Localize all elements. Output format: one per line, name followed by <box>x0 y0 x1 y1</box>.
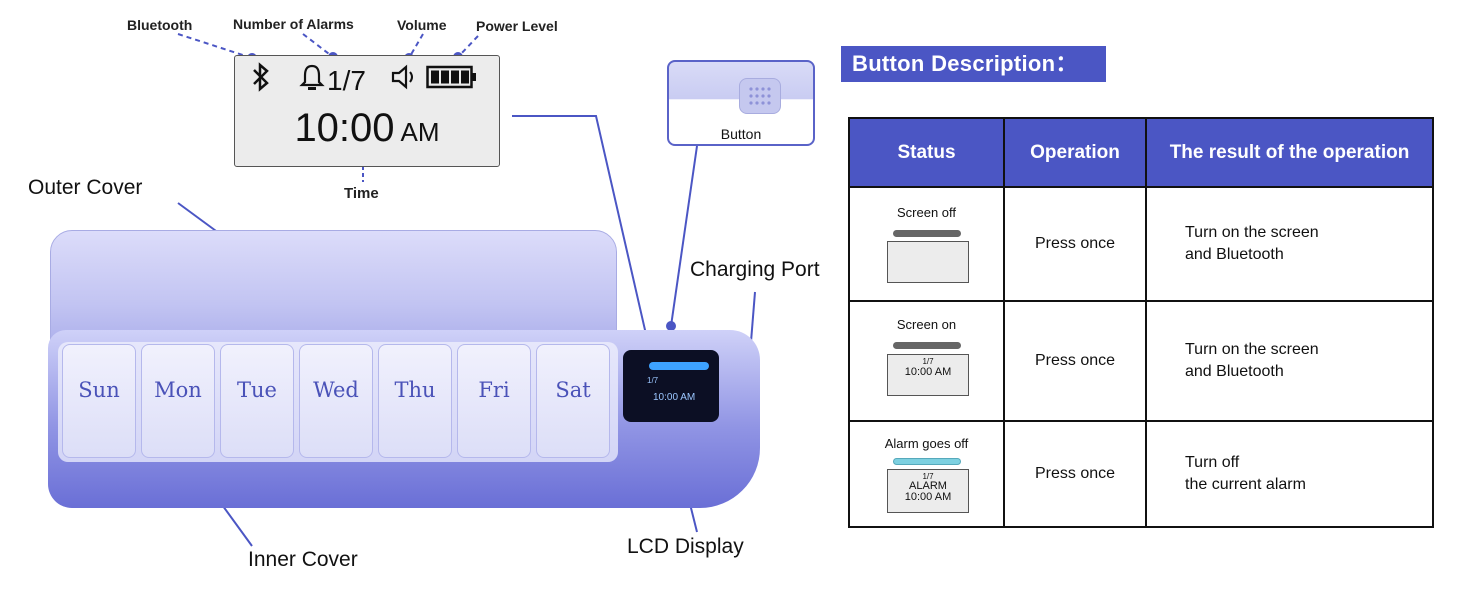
bell-icon <box>299 62 325 99</box>
mini-status-icons: 1/7 <box>922 357 934 366</box>
table-row: Screen on 1/7 10:00 AM Press once Turn o… <box>848 300 1434 422</box>
battery-icon <box>426 64 478 97</box>
alarm-count: 1/7 <box>327 64 366 96</box>
button-label: Button <box>720 126 762 142</box>
button-bar <box>893 230 961 237</box>
button-bar-alarm <box>893 458 961 465</box>
screen-bar <box>649 362 709 370</box>
button-operation-table: Status Operation The result of the opera… <box>848 117 1434 528</box>
button-description-title: Button Description： <box>841 46 1106 82</box>
header-result: The result of the operation <box>1145 117 1434 188</box>
status-cell: Screen off <box>848 186 1005 302</box>
operation-cell: Press once <box>1003 300 1147 422</box>
alarms-label: Number of Alarms <box>233 16 354 32</box>
time-label: Time <box>344 185 379 202</box>
compartment-fri: Fri <box>457 344 531 458</box>
outer-cover-label: Outer Cover <box>28 176 143 199</box>
operation-cell: Press once <box>1003 420 1147 528</box>
table-row: Alarm goes off 1/7 ALARM 10:00 AM Press … <box>848 420 1434 528</box>
compartment-sat: Sat <box>536 344 610 458</box>
compartment-mon: Mon <box>141 344 215 458</box>
bluetooth-icon <box>249 62 275 99</box>
table-row: Screen off Press once Turn on the screen… <box>848 186 1434 302</box>
header-operation: Operation <box>1003 117 1147 188</box>
bluetooth-label: Bluetooth <box>127 17 193 33</box>
speaker-icon <box>390 62 420 99</box>
header-status: Status <box>848 117 1005 188</box>
device-lcd-screen: 1/7 10:00 AM <box>623 350 719 422</box>
volume-label: Volume <box>397 17 447 33</box>
charging-port-label: Charging Port <box>690 258 820 281</box>
mini-time: 10:00 AM <box>904 366 952 378</box>
mini-screen-on: 1/7 10:00 AM <box>887 354 969 396</box>
inner-cover-label: Inner Cover <box>248 548 358 571</box>
compartment-tue: Tue <box>220 344 294 458</box>
button-bar <box>893 342 961 349</box>
status-cell: Screen on 1/7 10:00 AM <box>848 300 1005 422</box>
screen-status: 1/7 <box>647 376 659 385</box>
table-header-row: Status Operation The result of the opera… <box>848 117 1434 188</box>
button-pad <box>739 78 781 114</box>
mini-status-icons: 1/7 <box>922 472 934 481</box>
mini-screen-off <box>887 241 969 283</box>
lcd-display-label: LCD Display <box>627 535 744 558</box>
compartment-wed: Wed <box>299 344 373 458</box>
power-label: Power Level <box>476 18 558 34</box>
mini-time: 10:00 AM <box>904 491 952 503</box>
status-cell: Alarm goes off 1/7 ALARM 10:00 AM <box>848 420 1005 528</box>
mini-alarm: ALARM <box>909 480 947 492</box>
operation-cell: Press once <box>1003 186 1147 302</box>
screen-time: 10:00 AM <box>653 392 696 403</box>
compartment-sun: Sun <box>62 344 136 458</box>
result-cell: Turn on the screen and Bluetooth <box>1145 186 1434 302</box>
result-cell: Turn off the current alarm <box>1145 420 1434 528</box>
mini-screen-alarm: 1/7 ALARM 10:00 AM <box>887 469 969 513</box>
button-callout: Button <box>667 60 815 146</box>
compartment-thu: Thu <box>378 344 452 458</box>
result-cell: Turn on the screen and Bluetooth <box>1145 300 1434 422</box>
